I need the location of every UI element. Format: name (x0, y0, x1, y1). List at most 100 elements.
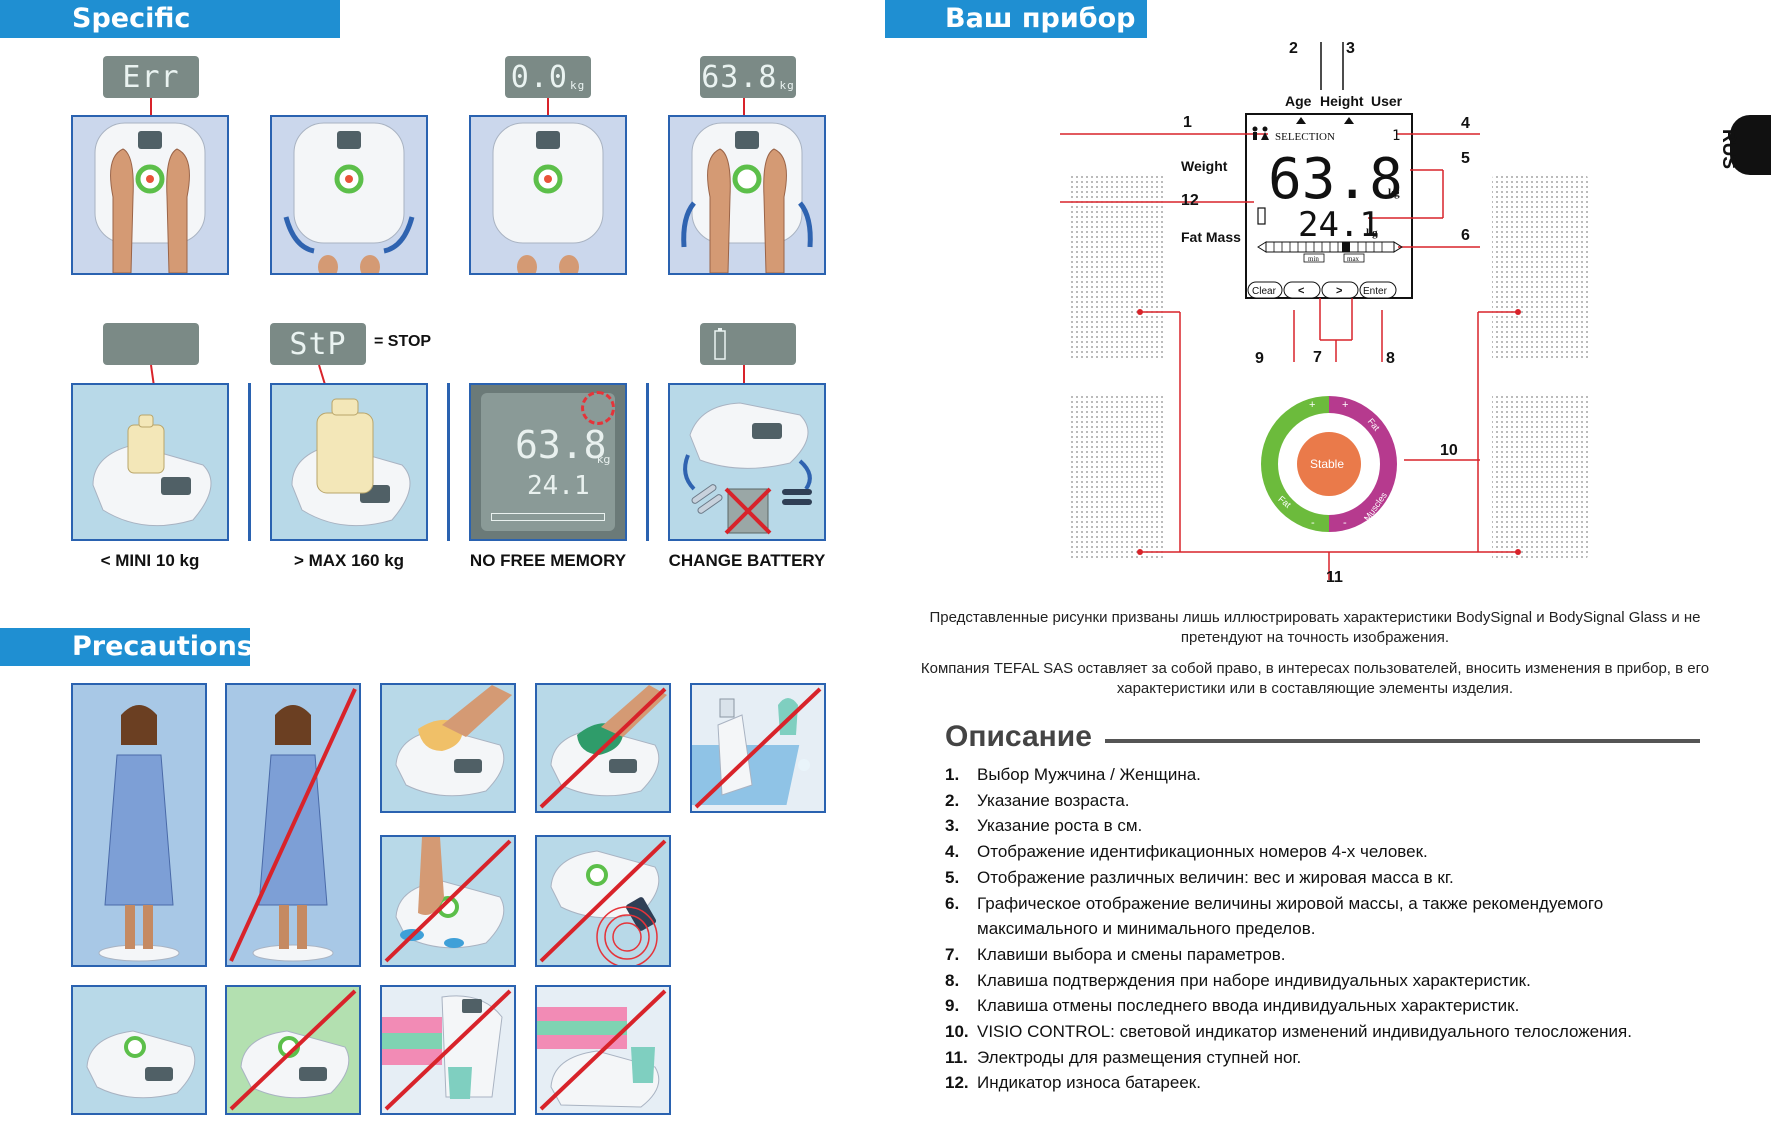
item-number: 3. (945, 816, 960, 836)
language-tab-label: RUS (1718, 128, 1740, 170)
lcd-min: min (1308, 255, 1319, 263)
change-battery-tile (668, 383, 826, 541)
item-text: Клавиша отмены последнего ввода индивиду… (977, 996, 1520, 1016)
list-item: 4. Отображение идентификационных номеров … (945, 839, 1705, 865)
device-diagram: SELECTION 1 63.8 kg 24.1 kg min max Clea… (1060, 42, 1588, 580)
gender-icon (1252, 126, 1269, 140)
item-number: 4. (945, 842, 960, 862)
precautions-banner: Precautions (0, 628, 253, 666)
caption-max: > MAX 160 kg (293, 551, 405, 570)
scale-carpet-crossed-illustration (229, 989, 357, 1111)
small-weight-illustration (92, 414, 212, 527)
weight-label: Weight (1181, 158, 1228, 174)
clear-button[interactable] (1247, 281, 1283, 299)
description-rule (1105, 739, 1700, 743)
precaution-stand-still (71, 683, 207, 967)
item-number: 6. (945, 893, 960, 913)
item-number: 7. (945, 944, 960, 964)
electrode-bottom-left (1068, 396, 1164, 560)
scale-feet-tile (71, 115, 229, 275)
separator (248, 383, 251, 541)
item-text: Электроды для размещения ступней ног. (977, 1047, 1302, 1067)
enter-button[interactable] (1359, 281, 1397, 299)
lcd-selection: SELECTION (1275, 131, 1335, 143)
left-key-button[interactable] (1283, 281, 1321, 299)
precaution-no-moving (225, 683, 361, 967)
list-item: 1.Выбор Мужчина / Женщина. (945, 762, 1705, 788)
scale-rotate-tile (270, 115, 428, 275)
list-item: 7. Клавиши выбора и смены параметров. (945, 942, 1705, 968)
separator (646, 383, 649, 541)
age-label: Age (1285, 93, 1312, 109)
lcd-battery-icon (1257, 207, 1266, 225)
callout-8: 8 (1386, 350, 1395, 367)
item-number: 10. (945, 1022, 969, 1042)
callout-11: 11 (1326, 569, 1343, 586)
caption-no-memory: NO FREE MEMORY (469, 551, 627, 570)
lcd-weight-value: 63.8 (1268, 147, 1403, 212)
item-number: 11. (945, 1047, 968, 1067)
description-list: 1.Выбор Мужчина / Женщина. 2.Указание во… (945, 762, 1705, 1096)
display-weight-kg: kg (779, 79, 795, 92)
item-text: Индикатор износа батареек. (977, 1073, 1201, 1093)
language-tab (1730, 115, 1771, 175)
item-text: Клавиша подтверждения при наборе индивид… (977, 970, 1531, 990)
item-text: Графическое отображение величины жировой… (977, 893, 1604, 939)
list-item: 8.Клавиша подтверждения при наборе индив… (945, 968, 1705, 994)
large-weight-illustration (291, 398, 411, 527)
caption-change-battery: CHANGE BATTERY (668, 551, 826, 570)
woman-moving-crossed-illustration (229, 688, 357, 962)
lcd-weight-kg: kg (1388, 187, 1400, 199)
scale-hard-floor-illustration (86, 1030, 196, 1099)
item-text: Отображение идентификационных номеров 4-… (977, 842, 1428, 862)
display-err: Err (103, 56, 199, 98)
item-text: Клавиши выбора и смены параметров. (977, 944, 1286, 964)
left-key-label: < (1298, 285, 1304, 297)
list-item: 6. Графическое отображение величины жиров… (945, 891, 1705, 942)
specific-messages-banner: Specific messages (0, 0, 340, 72)
max-weight-tile (270, 383, 428, 541)
user-label: User (1371, 93, 1403, 109)
mini-weight-tile (71, 383, 229, 541)
electrode-top-right (1492, 174, 1588, 360)
item-text: VISIO CONTROL: световой индикатор измене… (977, 1022, 1632, 1042)
ring-plus-left: + (1309, 399, 1315, 411)
device-banner: Ваш прибор (885, 0, 1147, 38)
woman-standing-illustration (98, 705, 180, 962)
list-item: 11. Электроды для размещения ступней ног. (945, 1045, 1705, 1071)
battery-replace-illustration (683, 402, 812, 535)
cleaning-cloth-illustration (395, 685, 512, 797)
display-stop-text: StP (289, 326, 347, 362)
display-zero-text: 0.0 (510, 59, 568, 95)
callout-9: 9 (1255, 350, 1264, 367)
right-key-button[interactable] (1321, 281, 1359, 299)
list-item: 10. VISIO CONTROL: световой индикатор изм… (945, 1019, 1705, 1045)
note-illustrative: Представленные рисунки призваны лишь илл… (929, 609, 1701, 646)
display-battery (700, 323, 796, 365)
towels-scale-crossed-illustration (537, 989, 667, 1111)
precaution-no-phone (535, 835, 671, 967)
callout-1: 1 (1183, 114, 1192, 131)
list-item: 9.Клавиша отмены последнего ввода индиви… (945, 993, 1705, 1019)
description-title: Описание (945, 720, 1092, 753)
separator (447, 383, 450, 541)
scale-zero-tile (469, 115, 627, 275)
callout-7: 7 (1313, 349, 1322, 366)
display-zero-kg: kg (569, 79, 586, 92)
battery-icon (714, 328, 726, 360)
scale-zero-illustration (492, 122, 604, 273)
scale-step-off-illustration (681, 122, 813, 273)
display-blank (103, 323, 199, 365)
list-item: 2.Указание возраста. (945, 788, 1705, 814)
list-item: 12.Индикатор износа батареек. (945, 1070, 1705, 1096)
lcd-frame (1245, 113, 1413, 299)
display-weight-text: 63.8 (701, 59, 778, 95)
precaution-wipe-cloth (380, 683, 516, 813)
precaution-no-abrasive (535, 683, 671, 813)
precaution-no-bathroom-humid (380, 985, 516, 1115)
solvent-spray-crossed-illustration (692, 687, 822, 809)
clear-button-label: Clear (1252, 286, 1277, 297)
precaution-no-carpet (225, 985, 361, 1115)
